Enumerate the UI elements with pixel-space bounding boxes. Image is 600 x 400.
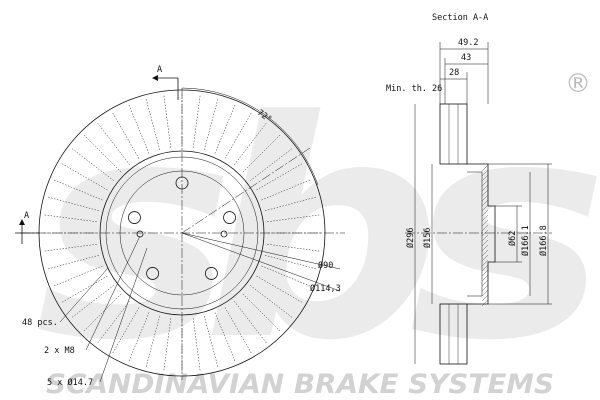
hatch-line xyxy=(481,254,489,262)
inner-diameter-label: Ø156 xyxy=(422,228,433,248)
brand-tagline: SCANDINAVIAN BRAKE SYSTEMS xyxy=(46,369,554,400)
hatch-line xyxy=(481,199,489,207)
threads-leader xyxy=(85,235,141,351)
section-arrow-left xyxy=(19,219,25,225)
hatch-line xyxy=(481,194,489,202)
hatch-line xyxy=(481,299,489,307)
min-thickness-label: Min. th. 26 xyxy=(386,84,442,94)
dim-28-label: 28 xyxy=(449,68,459,78)
center-bore-label: Ø62 xyxy=(507,231,518,246)
hatch-line xyxy=(481,214,489,222)
bolt-holes-leader xyxy=(99,247,148,383)
vanes-leader xyxy=(59,267,109,323)
threaded-hole xyxy=(220,230,228,238)
hat-outer-label: Ø166.8 xyxy=(538,225,549,256)
hatch-line xyxy=(481,239,489,247)
section-label-left: A xyxy=(24,211,29,221)
section-ring-bottom xyxy=(439,303,468,365)
hatch-line xyxy=(481,219,489,227)
hatch-line xyxy=(481,244,489,252)
threaded-hole xyxy=(136,230,144,238)
bolt-hole xyxy=(128,211,141,224)
bolt-circle-label: Ø114,3 xyxy=(310,283,341,294)
outer-diameter-label: Ø296 xyxy=(405,228,416,248)
dim-49-2-label: 49.2 xyxy=(458,38,478,48)
hatch-line xyxy=(481,189,489,197)
hatch-line xyxy=(481,224,489,232)
hatch-line xyxy=(481,289,489,297)
hatch-line xyxy=(481,294,489,302)
bolt-holes-label: 5 x Ø14.7 xyxy=(47,377,93,388)
hatch-line xyxy=(481,269,489,277)
vanes-label: 48 pcs. xyxy=(22,318,58,328)
hatch-line xyxy=(481,174,489,182)
section-arrow-top xyxy=(152,75,158,81)
angle-arc xyxy=(181,87,319,186)
section-label-top: A xyxy=(157,65,162,75)
section-ring-top xyxy=(439,103,468,165)
registered-mark: ® xyxy=(565,69,591,99)
section-title: Section A-A xyxy=(432,13,488,23)
hatch-line xyxy=(481,184,489,192)
bolt-hole xyxy=(204,267,218,280)
hatch-line xyxy=(481,209,489,217)
bolt-hole xyxy=(146,267,160,280)
hatch-line xyxy=(481,179,489,187)
hatch-line xyxy=(481,204,489,212)
hatch-line xyxy=(481,164,489,172)
hat-diameter-label: Ø166.1 xyxy=(520,225,531,256)
bolt-circle-leader xyxy=(181,232,341,292)
hatch-line xyxy=(481,274,489,282)
hatch-line xyxy=(481,234,489,242)
hat-inner-profile xyxy=(467,171,483,297)
hatch-line xyxy=(481,264,489,272)
hub-bore-label: Ø90 xyxy=(318,260,333,271)
sbs-watermark: sbs ® SCANDINAVIAN BRAKE SYSTEMS xyxy=(35,57,600,400)
sbs-logo-watermark: sbs xyxy=(35,57,598,400)
disc-section-view: Section A-A 49.2 43 28 Min. th. 26 Ø29 xyxy=(386,13,552,365)
dim-43-label: 43 xyxy=(461,53,471,63)
hatch-line xyxy=(481,169,489,177)
angle-centerline xyxy=(181,147,311,234)
hatch-line xyxy=(481,279,489,287)
hub-bore-leader xyxy=(181,232,341,270)
hatch-line xyxy=(481,259,489,267)
bolt-hole xyxy=(223,211,236,224)
threads-label: 2 x M8 xyxy=(44,346,75,356)
hat-profile xyxy=(467,163,496,305)
hatch-line xyxy=(481,249,489,257)
hatch-line xyxy=(481,284,489,292)
